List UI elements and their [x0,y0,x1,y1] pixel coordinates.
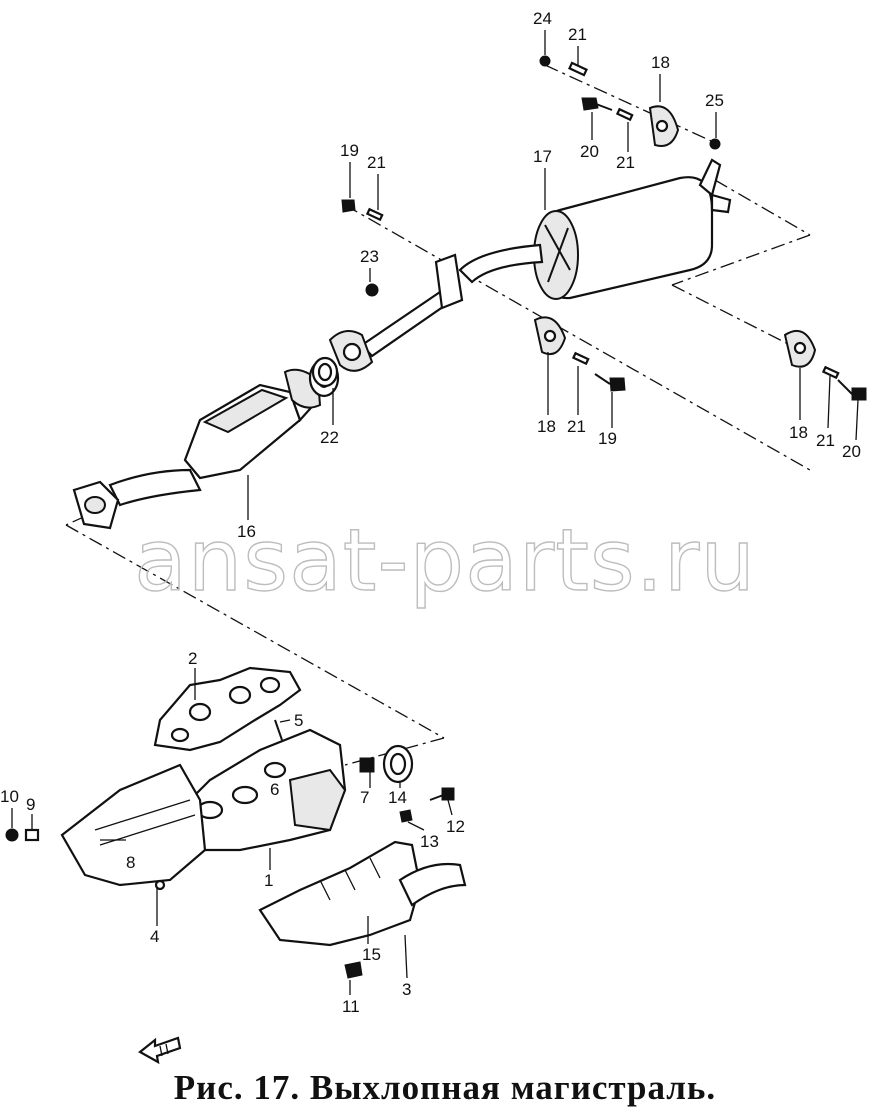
assembly-lines [65,64,811,766]
part-number-16: 16 [237,522,256,541]
part-number-11: 11 [342,997,360,1016]
figure-caption: Рис. 17. Выхлопная магистраль. [173,1068,717,1107]
part-number-20-right: 20 [842,442,861,461]
part-number-25: 25 [705,91,724,110]
part-number-18-right: 18 [789,423,808,442]
part-number-19-low: 19 [598,429,617,448]
part-number-14: 14 [388,788,407,807]
part-number-21-top: 21 [568,25,587,44]
catalytic-converter [72,358,340,530]
part-number-13: 13 [420,832,439,851]
fasteners [5,55,867,979]
part-number-15: 15 [362,945,381,964]
part-number-21-low: 21 [567,417,586,436]
part-number-18-mid: 18 [537,417,556,436]
part-number-20-top: 20 [580,142,599,161]
part-number-21-mid: 21 [616,153,635,172]
part-number-12: 12 [446,817,465,836]
part-number-9: 9 [26,795,35,814]
part-number-6: 6 [270,780,279,799]
part-number-7: 7 [360,788,369,807]
part-number-23: 23 [360,247,379,266]
part-number-labels: 24 21 18 25 20 21 17 19 21 23 18 21 19 1… [0,9,861,1016]
arrow-left-icon [138,1036,182,1065]
part-number-18-top: 18 [651,53,670,72]
part-number-21-right: 21 [816,431,835,450]
watermark-text: ansat-parts.ru [134,511,756,611]
lower-heat-shield [258,840,467,947]
exhaust-manifold [178,728,347,852]
part-number-3: 3 [402,980,411,999]
upper-heat-shield [60,763,207,891]
part-number-24: 24 [533,9,552,28]
muffler [533,158,732,300]
callout-leaders [11,30,859,995]
manifold-gasket [153,666,302,752]
part-number-4: 4 [150,927,159,946]
part-number-10: 10 [0,787,19,806]
gaskets [311,356,414,784]
part-number-19-left: 19 [340,141,359,160]
part-number-17: 17 [533,147,552,166]
intermediate-pipe [328,243,544,372]
part-number-5: 5 [294,711,303,730]
part-number-21-left: 21 [367,153,386,172]
part-number-8: 8 [126,853,135,872]
part-number-2: 2 [188,649,197,668]
rubber-hangers [533,105,817,368]
part-number-22: 22 [320,428,339,447]
part-number-1: 1 [264,871,273,890]
